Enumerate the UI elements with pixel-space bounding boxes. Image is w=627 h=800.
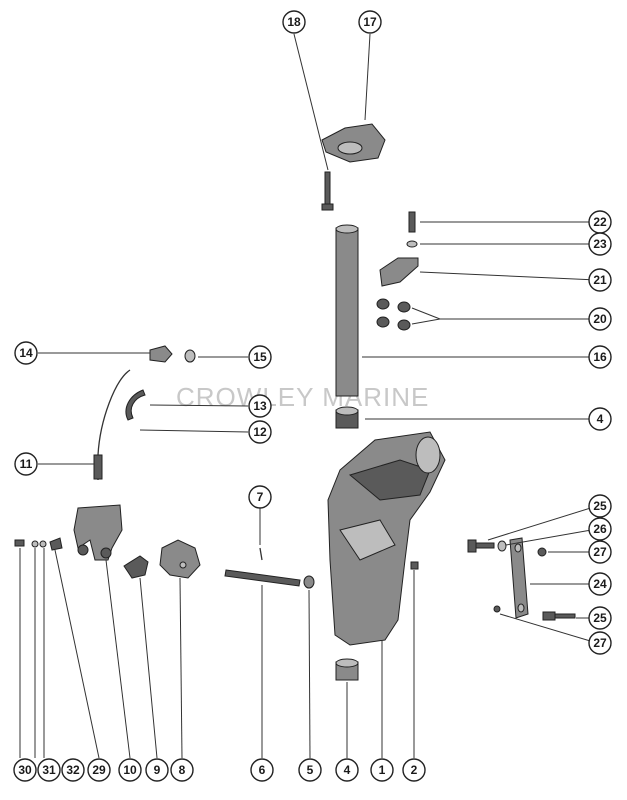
part-17-cover-plate [321,123,386,163]
part-21-plate [379,257,419,287]
part-4-upper-bushing [335,406,359,429]
part-18-bolt [321,171,334,211]
part-23-washer [406,240,418,248]
callout-7: 7 [248,485,272,509]
svg-text:18: 18 [287,15,301,29]
callout-25-lower: 25 [588,606,612,630]
callout-32: 32 [61,758,85,782]
part-14-clamp [149,345,173,363]
callout-4-lower: 4 [335,758,359,782]
part-25-bolt-lower [542,611,576,621]
svg-text:15: 15 [253,350,267,364]
callout-14: 14 [14,341,38,365]
callout-11: 11 [14,452,38,476]
callout-2: 2 [402,758,426,782]
part-2-screw [410,561,419,570]
callout-9: 9 [145,758,169,782]
callout-25-upper: 25 [588,494,612,518]
callout-23: 23 [588,232,612,256]
callout-27-upper: 27 [588,540,612,564]
part-9-link [123,555,149,579]
callout-16: 16 [588,345,612,369]
callout-17: 17 [358,10,382,34]
svg-text:31: 31 [42,763,56,777]
svg-text:14: 14 [19,346,33,360]
part-4-lower-bushing [335,658,359,681]
watermark-text: CROWLEY MARINE [176,382,429,412]
callout-4-upper: 4 [588,407,612,431]
svg-text:4: 4 [344,763,351,777]
part-31-washer [31,540,39,548]
part-32-washer [39,540,47,548]
svg-text:21: 21 [593,273,607,287]
part-12-13-clips [125,389,146,421]
callout-18: 18 [282,10,306,34]
callout-5: 5 [298,758,322,782]
part-10-throttle-lever [73,504,123,561]
callout-29: 29 [87,758,111,782]
part-29-bushing [49,537,63,551]
svg-text:4: 4 [597,412,604,426]
callout-1: 1 [370,758,394,782]
callout-21: 21 [588,268,612,292]
svg-text:7: 7 [257,490,264,504]
svg-text:27: 27 [593,545,607,559]
svg-text:5: 5 [307,763,314,777]
svg-text:24: 24 [593,577,607,591]
callout-13: 13 [248,394,272,418]
svg-text:20: 20 [593,312,607,326]
callout-15: 15 [248,345,272,369]
svg-text:25: 25 [593,611,607,625]
callout-10: 10 [118,758,142,782]
part-8-lever-bracket [159,539,201,579]
callout-31: 31 [37,758,61,782]
part-24-link-bar [509,537,529,619]
part-15-washer [184,349,196,363]
callout-22: 22 [588,210,612,234]
svg-text:1: 1 [379,763,386,777]
part-27-nuts [493,547,547,613]
svg-text:16: 16 [593,350,607,364]
svg-text:29: 29 [92,763,106,777]
part-6-shaft [224,569,301,587]
part-1-housing [327,431,446,646]
leader-lines [19,33,598,759]
svg-text:8: 8 [179,763,186,777]
svg-text:27: 27 [593,636,607,650]
callout-26: 26 [588,517,612,541]
svg-text:12: 12 [253,425,267,439]
callout-12: 12 [248,420,272,444]
part-5-bushing [303,575,315,589]
svg-text:26: 26 [593,522,607,536]
svg-text:6: 6 [259,763,266,777]
part-22-screw [408,211,416,233]
callout-30: 30 [13,758,37,782]
svg-text:23: 23 [593,237,607,251]
svg-text:9: 9 [154,763,161,777]
callout-20: 20 [588,307,612,331]
part-11-spring [93,369,131,480]
callout-27-lower: 27 [588,631,612,655]
callout-6: 6 [250,758,274,782]
svg-text:10: 10 [123,763,137,777]
part-7-cotter-pin [259,547,263,561]
svg-text:17: 17 [363,15,377,29]
svg-text:32: 32 [66,763,80,777]
callout-8: 8 [170,758,194,782]
part-20-grommets [376,298,411,331]
callout-24: 24 [588,572,612,596]
svg-text:22: 22 [593,215,607,229]
part-26-washer [497,540,507,552]
svg-text:2: 2 [411,763,418,777]
part-30-screw [14,539,25,547]
svg-text:11: 11 [20,457,33,471]
part-16-tube [335,224,359,397]
part-25-bolt-upper [467,539,495,553]
svg-text:13: 13 [253,399,267,413]
svg-text:25: 25 [593,499,607,513]
svg-text:30: 30 [18,763,32,777]
